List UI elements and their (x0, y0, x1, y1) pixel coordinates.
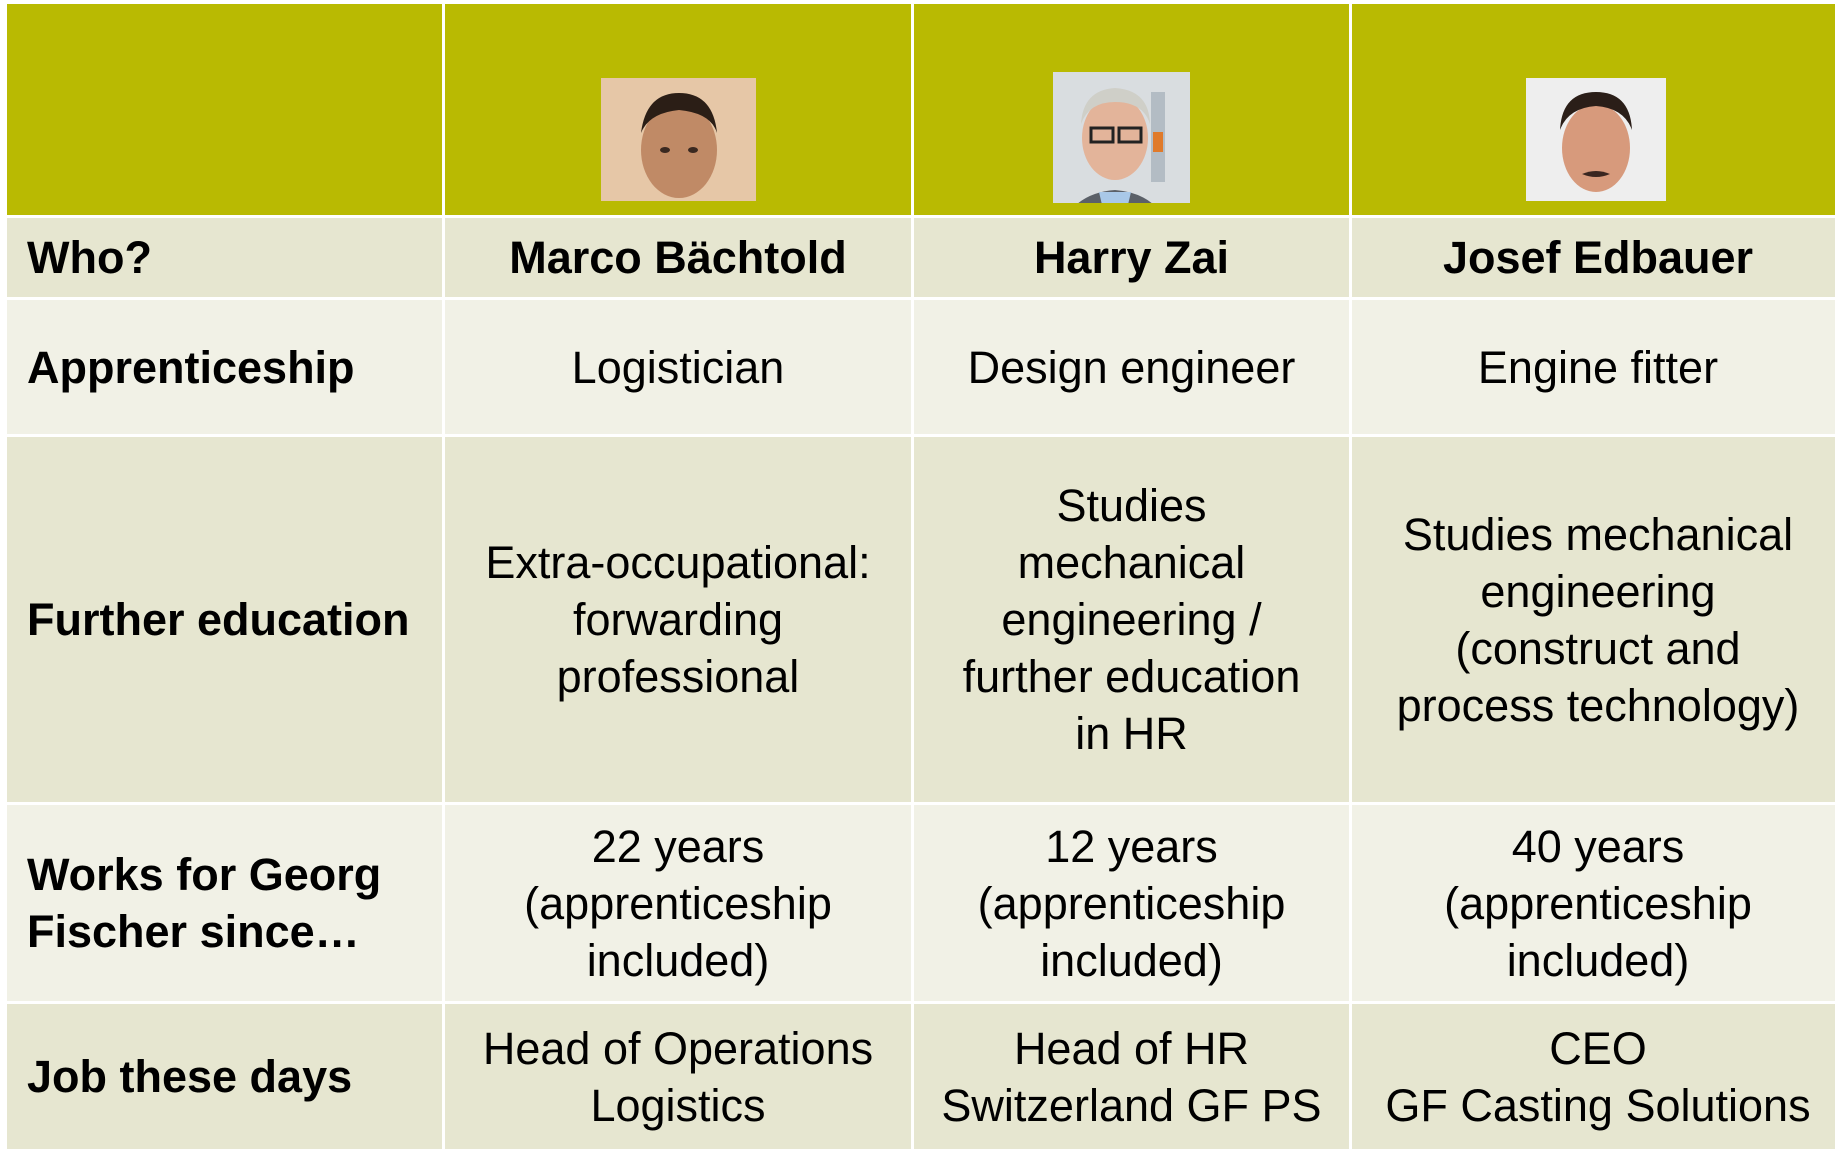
apprenticeship-josef: Engine fitter (1352, 300, 1835, 434)
photo-cell-harry (914, 4, 1349, 215)
row-label-apprenticeship: Apprenticeship (7, 300, 442, 434)
name-marco: Marco Bächtold (445, 218, 911, 297)
portrait-josef-photo (1525, 21, 1666, 201)
portrait-marco-photo (600, 21, 756, 201)
further-education-josef: Studies mechanical engineering (construc… (1352, 437, 1835, 802)
name-josef: Josef Edbauer (1352, 218, 1835, 297)
name-harry: Harry Zai (914, 218, 1349, 297)
apprenticeship-harry: Design engineer (914, 300, 1349, 434)
apprenticeship-marco: Logistician (445, 300, 911, 434)
header-empty-cell (7, 4, 442, 215)
job-harry: Head of HR Switzerland GF PS (914, 1004, 1349, 1149)
row-label-further-education: Further education (7, 437, 442, 802)
photo-cell-marco (445, 4, 911, 215)
works-since-josef: 40 years (apprenticeship included) (1352, 805, 1835, 1001)
row-label-job: Job these days (7, 1004, 442, 1149)
photo-cell-josef (1352, 4, 1835, 215)
further-education-marco: Extra-occupational: forwarding professio… (445, 437, 911, 802)
job-marco: Head of Operations Logistics (445, 1004, 911, 1149)
row-label-who: Who? (7, 218, 442, 297)
portrait-harry-photo (1053, 15, 1190, 203)
further-education-harry: Studies mechanical engineering / further… (914, 437, 1349, 802)
works-since-harry: 12 years (apprenticeship included) (914, 805, 1349, 1001)
row-label-works-since: Works for Georg Fischer since… (7, 805, 442, 1001)
comparison-table: Who? Marco Bächtold Harry Zai Josef Edba… (7, 4, 1835, 1149)
works-since-marco: 22 years (apprenticeship included) (445, 805, 911, 1001)
job-josef: CEO GF Casting Solutions (1352, 1004, 1835, 1149)
